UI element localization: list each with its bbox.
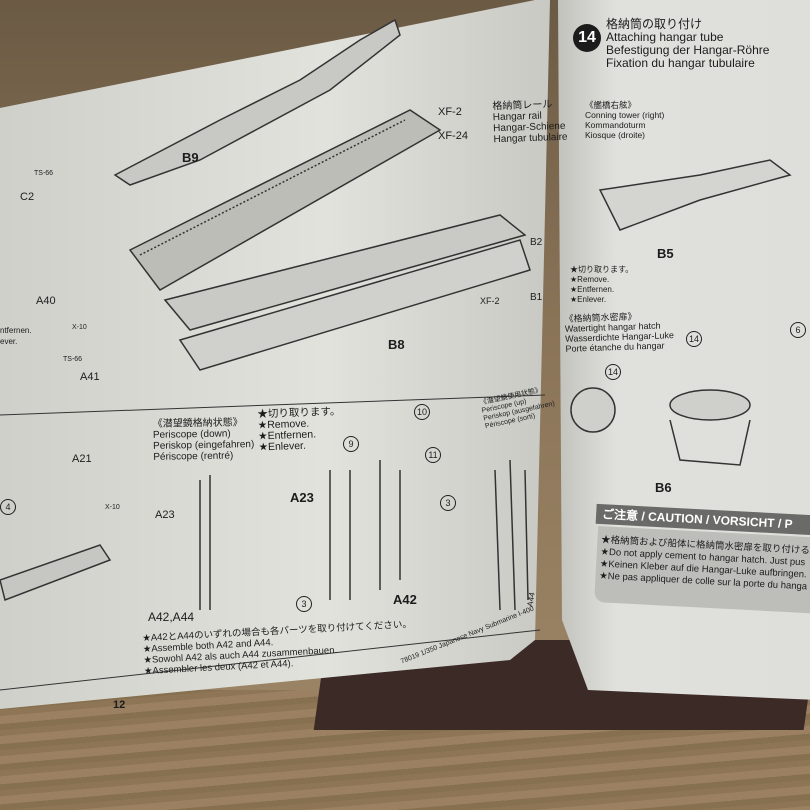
line: ★Entfernen.: [570, 285, 615, 294]
callout-number: 9: [343, 436, 359, 452]
part-label: A40: [36, 295, 56, 307]
step-number-badge: 14: [573, 24, 601, 52]
title-de: Befestigung der Hangar-Röhre: [606, 43, 770, 57]
callout-number: 11: [425, 447, 441, 463]
part-label: C2: [20, 191, 35, 203]
partial-line: ntfernen.: [0, 326, 32, 335]
step-title: 格納筒の取り付け Attaching hangar tube Befestigu…: [606, 18, 769, 70]
callout-number: 3: [440, 495, 456, 511]
paint-label: TS-66: [63, 356, 83, 363]
line: Periskop (eingefahren): [153, 439, 255, 452]
line: 《潜望鏡格納状態》: [152, 417, 243, 430]
conning-tower-label: 《艦橋右舷》 Conning tower (right) Kommandotur…: [585, 100, 664, 140]
partial-line: ever.: [0, 337, 18, 346]
partial-text: ntfernen. ever.: [0, 325, 32, 347]
line: Kommandoturm: [585, 120, 646, 130]
callout-number: 14: [605, 364, 621, 380]
part-label: B9: [182, 150, 199, 165]
part-label: B5: [657, 246, 674, 261]
paint-label: XF-24: [438, 130, 468, 142]
part-label: B6: [655, 480, 672, 495]
remove-note-left: ★切り取ります。 ★Remove. ★Entfernen. ★Enlever.: [257, 406, 341, 454]
hull-section-drawing: [163, 214, 527, 331]
line: Périscope (rentré): [153, 450, 234, 463]
remove-note-right: ★切り取ります。 ★Remove. ★Entfernen. ★Enlever.: [570, 265, 633, 305]
hatch-label: 《格納筒水密扉》 Watertight hangar hatch Wasserd…: [564, 310, 674, 353]
part-label: B2: [530, 237, 543, 248]
line: 《艦橋右舷》: [585, 100, 637, 110]
hangar-rail-drawing: [128, 109, 442, 291]
title-fr: Fixation du hangar tubulaire: [606, 56, 755, 70]
hangar-rail-label: 格納筒レール Hangar rail Hangar-Schiene Hangar…: [492, 99, 567, 145]
paint-label: XF-2: [438, 106, 462, 118]
callout-number: 3: [296, 596, 312, 612]
deck-part-drawing: [113, 18, 401, 186]
callout-number: 10: [414, 404, 430, 420]
page-number: 12: [113, 699, 126, 711]
paint-label: X-10: [105, 504, 120, 511]
line: ★切り取ります。: [570, 265, 634, 274]
callout-number: 14: [686, 331, 702, 347]
hatch-drawing: [669, 389, 751, 421]
line: ★Remove.: [570, 275, 610, 284]
part-label: A23: [155, 509, 175, 521]
part-label: A42: [393, 592, 417, 607]
paint-label: X-10: [72, 324, 87, 331]
part-label: A42,A44: [148, 610, 195, 624]
paint-label: TS-66: [34, 170, 54, 177]
part-label: B8: [388, 337, 405, 352]
line: Conning tower (right): [585, 110, 665, 120]
part-label: A23: [290, 490, 314, 505]
periscope-down-label: 《潜望鏡格納状態》 Periscope (down) Periskop (ein…: [153, 417, 255, 463]
part-label: A21: [72, 453, 92, 465]
title-jp: 格納筒の取り付け: [606, 17, 703, 31]
paint-label: XF-2: [480, 296, 500, 306]
line: ★Enlever.: [570, 295, 607, 304]
part-label: B1: [530, 292, 543, 303]
line: Kiosque (droite): [585, 130, 646, 140]
part-label: A41: [80, 371, 100, 383]
callout-number: 4: [0, 499, 16, 515]
conning-tower-drawing: [598, 159, 792, 231]
callout-number: 6: [790, 322, 806, 338]
title-en: Attaching hangar tube: [606, 30, 724, 44]
